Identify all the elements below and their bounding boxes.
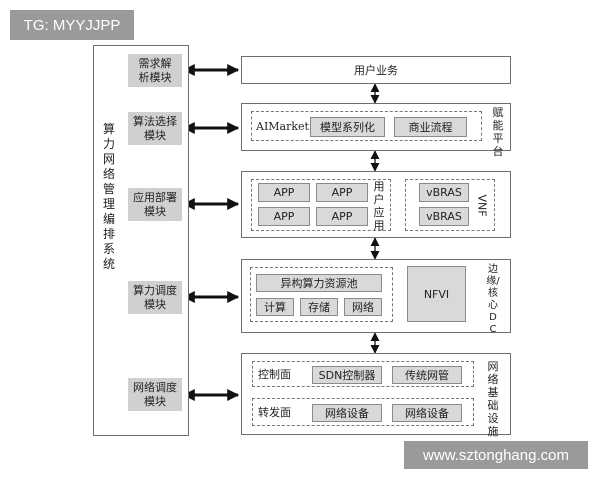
user-business-layer: 用户业务 [241, 56, 511, 84]
user-apps-dashed-group [251, 179, 391, 231]
compute-box: 计算 [256, 298, 294, 316]
application-deployment-module: 应用部署 模块 [128, 188, 182, 221]
algorithm-selection-module: 算法选择 模块 [128, 112, 182, 145]
forwarding-plane-label: 转发面 [258, 406, 291, 419]
compute-scheduling-module: 算力调度 模块 [128, 281, 182, 314]
model-series-box: 模型系列化 [310, 117, 385, 137]
watermark-bottom-right: www.sztonghang.com [404, 441, 588, 469]
sdn-controller-box: SDN控制器 [312, 366, 382, 384]
dc-layer [241, 259, 511, 333]
control-plane-dashed-group [252, 361, 474, 387]
vnf-label: VNF [475, 193, 489, 217]
app-box: APP [258, 207, 310, 226]
forwarding-plane-dashed-group [252, 398, 474, 426]
application-layer [241, 171, 511, 238]
user-apps-label: 用户应用 [373, 180, 385, 232]
nfvi-box: NFVI [407, 266, 466, 322]
network-box: 网络 [344, 298, 382, 316]
control-plane-label: 控制面 [258, 368, 291, 381]
business-process-box: 商业流程 [394, 117, 467, 137]
heterogeneous-pool-box: 异构算力资源池 [256, 274, 382, 292]
aimarket-label: AIMarket [256, 119, 309, 133]
vnf-label-wrap: VNF [473, 186, 491, 224]
dc-side-label: 边缘/核心DC [486, 264, 500, 335]
app-box: APP [258, 183, 310, 202]
storage-box: 存储 [300, 298, 338, 316]
network-side-label: 网络基础设施 [487, 360, 499, 438]
vbras-box: vBRAS [419, 183, 469, 202]
enablement-dashed-group [251, 111, 482, 141]
watermark-top-left: TG: MYYJJPP [10, 10, 134, 40]
network-scheduling-module: 网络调度 模块 [128, 378, 182, 411]
network-device-box: 网络设备 [392, 404, 462, 422]
demand-analysis-module: 需求解 析模块 [128, 54, 182, 87]
resource-pool-dashed-group [250, 267, 393, 322]
vnf-dashed-group [405, 179, 495, 231]
app-box: APP [316, 207, 368, 226]
management-system-title: 算力网络管理编排系统 [102, 122, 115, 271]
vbras-box: vBRAS [419, 207, 469, 226]
management-system-frame [93, 45, 189, 436]
app-box: APP [316, 183, 368, 202]
traditional-nm-box: 传统网管 [392, 366, 462, 384]
enablement-side-label: 赋能平台 [492, 106, 504, 158]
network-device-box: 网络设备 [312, 404, 382, 422]
